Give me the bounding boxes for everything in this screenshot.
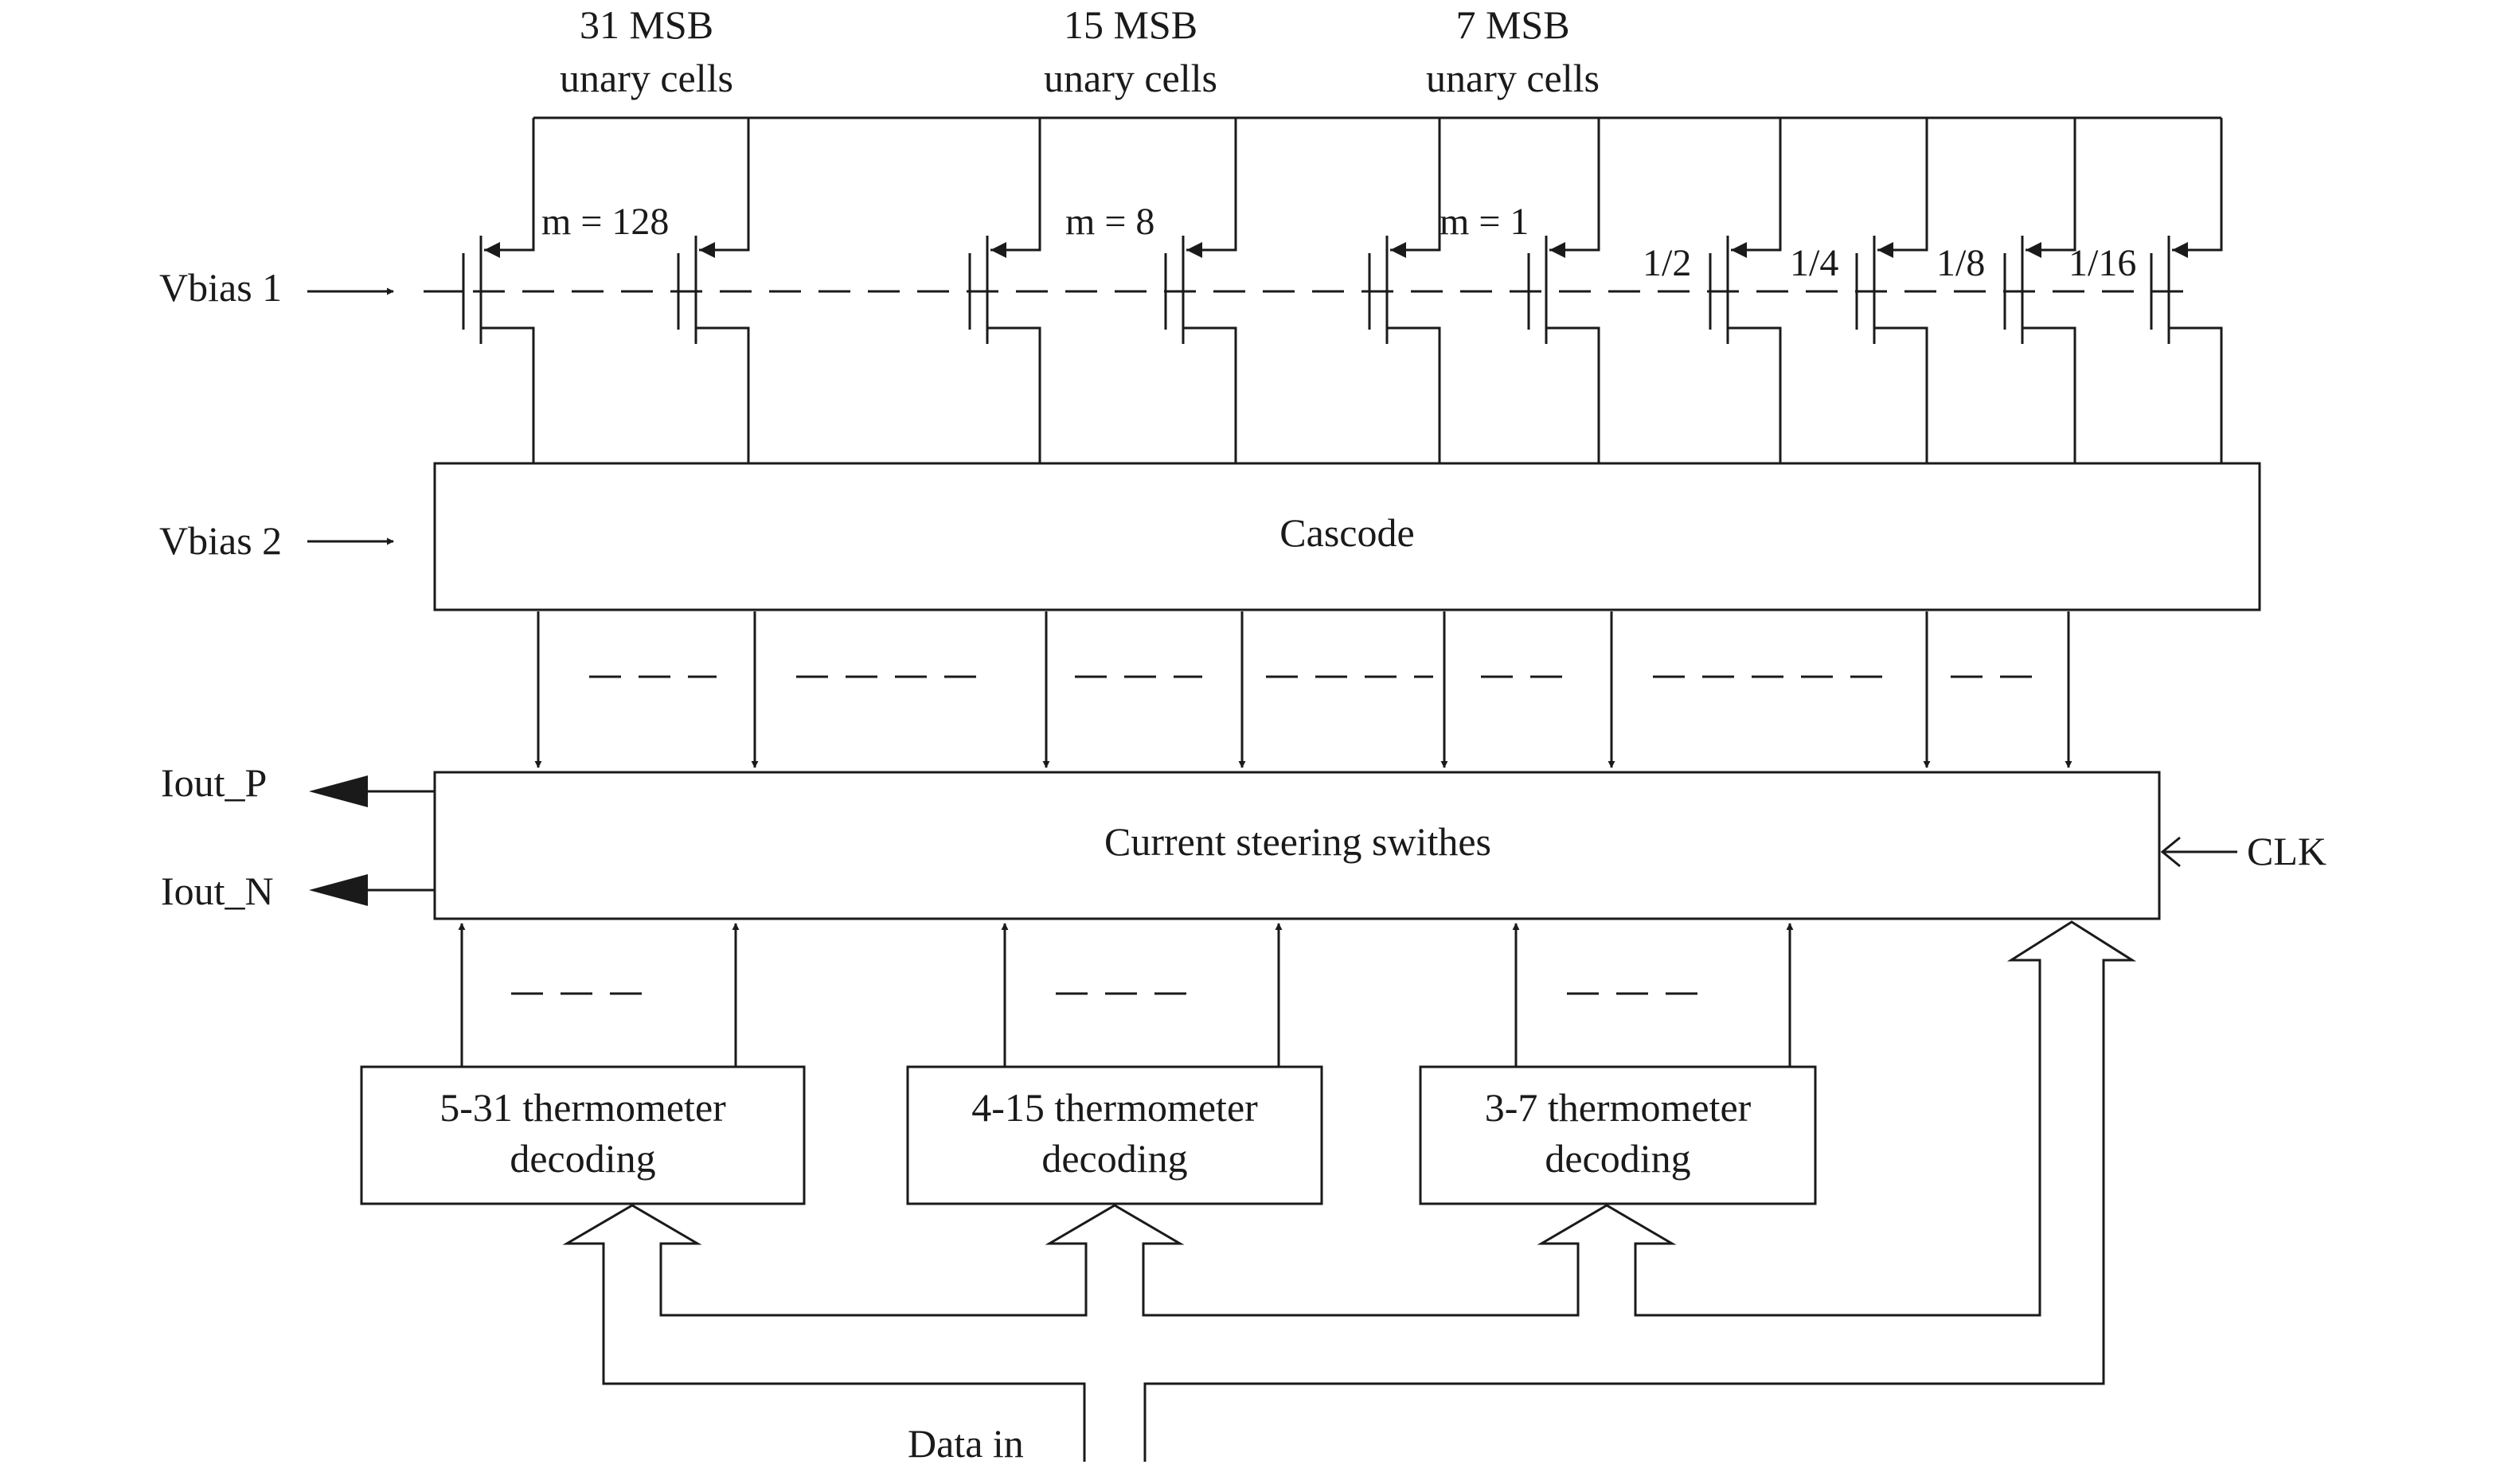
iout-p-output xyxy=(309,775,435,807)
current-source-transistor xyxy=(677,118,750,463)
decoder-4-15-block xyxy=(906,1065,1323,1205)
ratio-half-label: 1/2 xyxy=(1643,242,1691,284)
iout-n-label: Iout_N xyxy=(161,869,274,913)
data-bus xyxy=(562,920,2137,1462)
clk-label: CLK xyxy=(2247,829,2326,873)
group-7-unary-label: unary cells xyxy=(1426,56,1600,100)
cascode-output-arrows xyxy=(534,611,2072,768)
group-15-unary-label: unary cells xyxy=(1044,56,1217,100)
group-31-msb-label: 31 MSB xyxy=(580,2,713,47)
ratio-eighth-label: 1/8 xyxy=(1936,242,1985,284)
switch-block-label: Current steering swithes xyxy=(1104,819,1491,864)
iout-p-label: Iout_P xyxy=(161,760,267,805)
m8-label: m = 8 xyxy=(1065,201,1154,243)
decoder-3-7-subtitle: decoding xyxy=(1545,1136,1690,1181)
decoder-4-15-title: 4-15 thermometer xyxy=(971,1085,1258,1130)
vbias2-label: Vbias 2 xyxy=(159,518,282,563)
decoder-output-arrows xyxy=(458,923,1794,1067)
group-31-unary-label: unary cells xyxy=(560,56,733,100)
ratio-quarter-label: 1/4 xyxy=(1790,242,1838,284)
vbias1-label: Vbias 1 xyxy=(159,265,282,310)
current-source-transistor xyxy=(1709,118,1782,463)
data-bus-path xyxy=(562,920,2137,1462)
ratio-sixteenth-label: 1/16 xyxy=(2069,242,2136,284)
current-source-transistor xyxy=(1855,118,1928,463)
cascode-label: Cascode xyxy=(1279,510,1414,555)
m1-label: m = 1 xyxy=(1440,201,1529,243)
decoder-5-31-block xyxy=(360,1065,806,1205)
current-source-transistor xyxy=(1368,118,1441,463)
decoder-5-31-title: 5-31 thermometer xyxy=(439,1085,726,1130)
decoder-5-31-subtitle: decoding xyxy=(510,1136,655,1181)
iout-n-output xyxy=(309,874,435,906)
data-in-label: Data in xyxy=(908,1421,1024,1466)
clk-input xyxy=(2160,836,2237,868)
group-7-msb-label: 7 MSB xyxy=(1455,2,1569,47)
switch-block xyxy=(433,771,2161,920)
m128-label: m = 128 xyxy=(541,201,669,243)
decoder-3-7-block xyxy=(1419,1065,1817,1205)
cascode-block xyxy=(433,462,2261,611)
group-15-msb-label: 15 MSB xyxy=(1064,2,1197,47)
current-source-transistor xyxy=(968,118,1041,463)
current-source-array xyxy=(446,118,2223,463)
decoder-4-15-subtitle: decoding xyxy=(1041,1136,1187,1181)
decoder-3-7-title: 3-7 thermometer xyxy=(1485,1085,1752,1130)
